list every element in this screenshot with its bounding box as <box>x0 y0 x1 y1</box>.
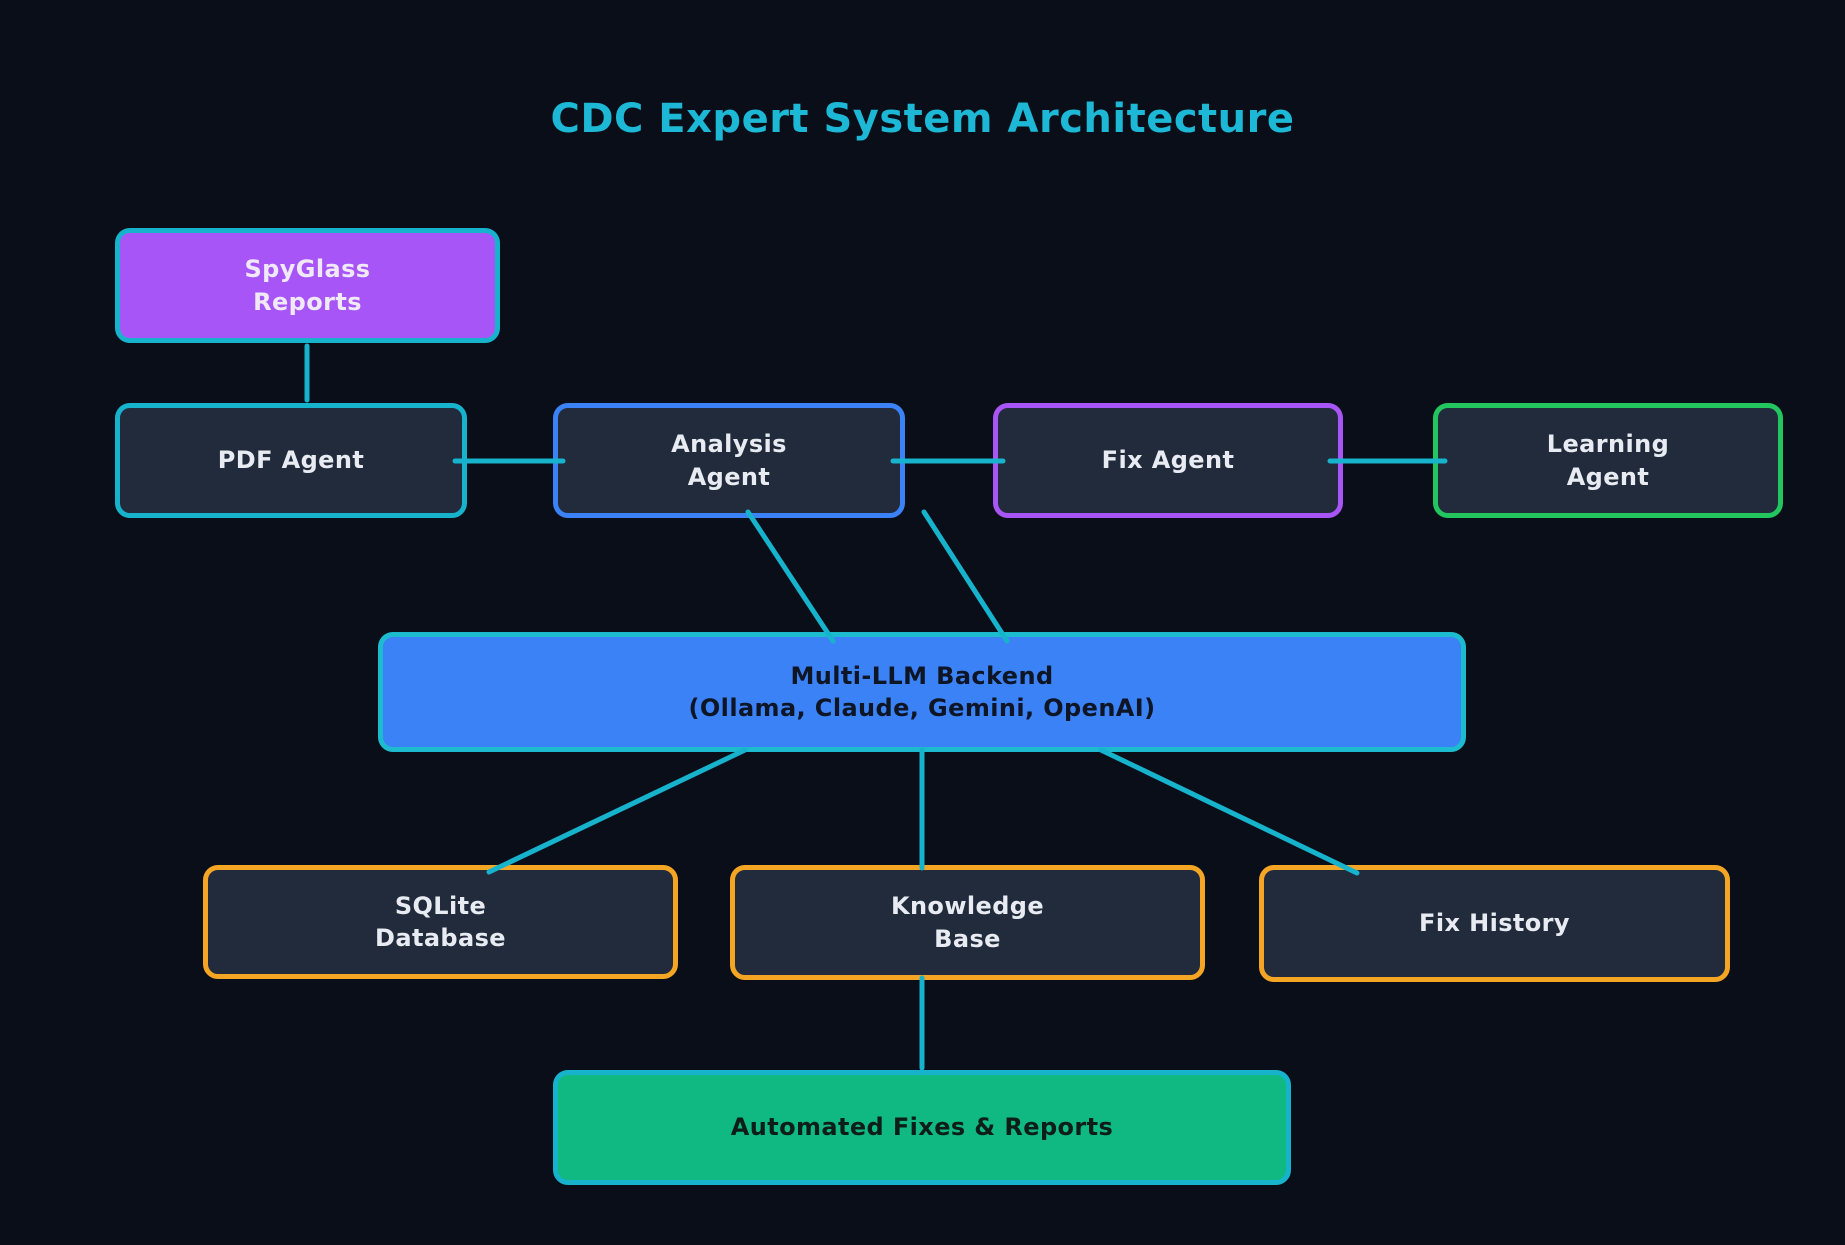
node-pdf-agent: PDF Agent <box>115 403 467 518</box>
page-title: CDC Expert System Architecture <box>550 96 1295 142</box>
connector-analysis-backend <box>745 509 836 644</box>
node-fix-history: Fix History <box>1259 865 1730 982</box>
node-knowledge-base: Knowledge Base <box>730 865 1205 980</box>
node-automated-fixes-reports: Automated Fixes & Reports <box>553 1070 1291 1185</box>
node-sqlite-database: SQLite Database <box>203 865 678 979</box>
connector-backend-sqlite <box>486 747 748 875</box>
node-multi-llm-backend: Multi-LLM Backend (Ollama, Claude, Gemin… <box>378 632 1466 752</box>
connector-fix-backend <box>921 509 1010 644</box>
node-fix-agent: Fix Agent <box>993 403 1343 518</box>
node-spyglass-reports: SpyGlass Reports <box>115 228 500 343</box>
connector-backend-fixhistory <box>1098 747 1360 876</box>
node-analysis-agent: Analysis Agent <box>553 403 905 518</box>
node-learning-agent: Learning Agent <box>1433 403 1783 518</box>
